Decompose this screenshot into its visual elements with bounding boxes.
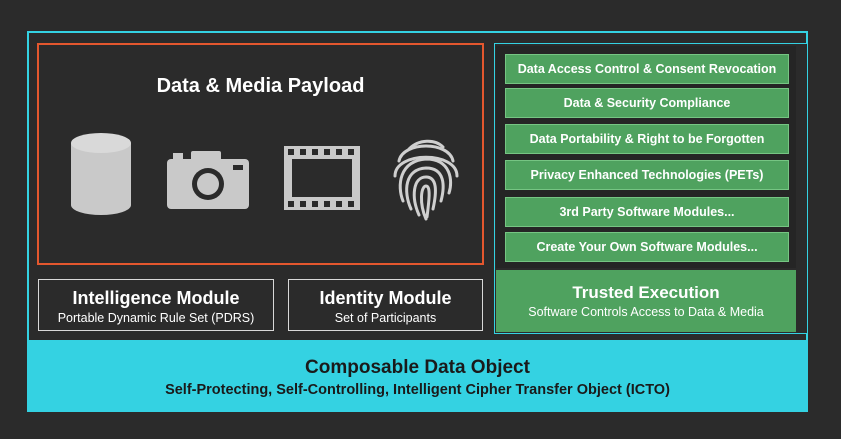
- trusted-execution-title: Trusted Execution: [572, 283, 720, 302]
- fingerprint-icon: [393, 139, 459, 221]
- software-module-item: 3rd Party Software Modules...: [505, 197, 789, 227]
- film-strip-icon: [284, 146, 360, 210]
- identity-module-title: Identity Module: [319, 288, 452, 308]
- composable-data-object-title: Composable Data Object: [305, 357, 530, 378]
- intelligence-module: Intelligence Module Portable Dynamic Rul…: [38, 279, 274, 331]
- intelligence-module-subtitle: Portable Dynamic Rule Set (PDRS): [57, 311, 255, 325]
- camera-icon: [167, 151, 249, 209]
- payload-title: Data & Media Payload: [156, 75, 365, 97]
- software-module-item: Create Your Own Software Modules...: [505, 232, 789, 262]
- trusted-execution-box: Trusted Execution Software Controls Acce…: [496, 270, 796, 332]
- software-module-item: Data Access Control & Consent Revocation: [505, 54, 789, 84]
- trusted-execution-subtitle: Software Controls Access to Data & Media: [528, 305, 764, 319]
- composable-data-object-subtitle: Self-Protecting, Self-Controlling, Intel…: [165, 382, 670, 398]
- software-module-item: Data Portability & Right to be Forgotten: [505, 124, 789, 154]
- software-module-item: Privacy Enhanced Technologies (PETs): [505, 160, 789, 190]
- payload-box: Data & Media Payload: [37, 43, 484, 265]
- intelligence-module-title: Intelligence Module: [72, 288, 240, 308]
- database-icon: [71, 133, 131, 215]
- identity-module: Identity Module Set of Participants: [288, 279, 483, 331]
- identity-module-subtitle: Set of Participants: [334, 311, 437, 325]
- software-module-item: Data & Security Compliance: [505, 88, 789, 118]
